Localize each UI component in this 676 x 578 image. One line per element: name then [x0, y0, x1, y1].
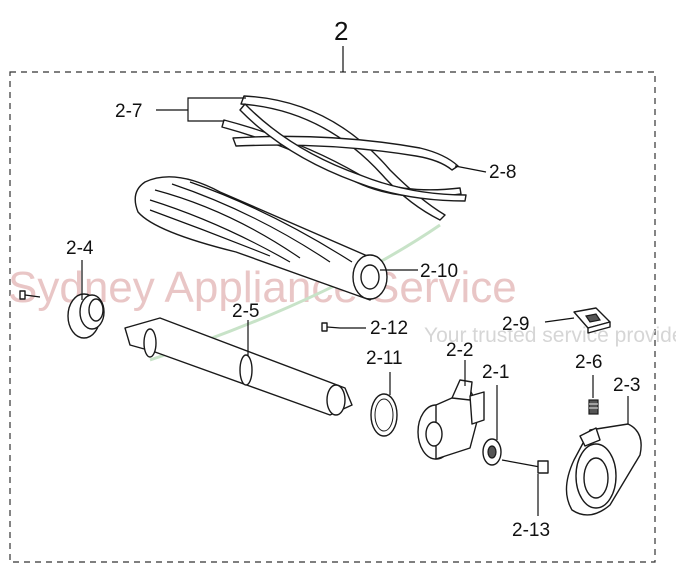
end-cap: [67, 293, 105, 339]
screw-left: [19, 290, 41, 300]
callout-2-9: 2-9: [502, 314, 529, 335]
callout-2-2: 2-2: [446, 340, 473, 361]
callout-2-8: 2-8: [489, 162, 516, 183]
spring: [588, 399, 599, 415]
bristle-strips: [221, 95, 467, 221]
callout-2-1: 2-1: [482, 362, 509, 383]
pin: [501, 459, 549, 474]
callout-2-7: 2-7: [115, 101, 142, 122]
bearing-housing: [417, 379, 485, 460]
assembly-number: 2: [334, 16, 348, 46]
callout-2-10: 2-10: [420, 261, 458, 282]
side-housing: [565, 423, 642, 516]
callout-2-11: 2-11: [366, 348, 403, 369]
bearing: [482, 438, 502, 466]
screw-center: [321, 322, 341, 332]
callout-2-4: 2-4: [66, 238, 94, 259]
small-cover: [573, 307, 611, 334]
callout-2-5: 2-5: [232, 301, 259, 322]
roller-shaft: [124, 317, 353, 416]
callout-2-3: 2-3: [613, 375, 640, 396]
callout-2-6: 2-6: [575, 352, 602, 373]
watermark-tagline: Your trusted service provider: [424, 324, 676, 347]
callout-2-12: 2-12: [370, 318, 408, 339]
clip-ring: [370, 393, 398, 437]
brush-roller: [134, 176, 388, 301]
assembly-boundary: [9, 71, 656, 563]
callout-2-13: 2-13: [512, 520, 550, 541]
